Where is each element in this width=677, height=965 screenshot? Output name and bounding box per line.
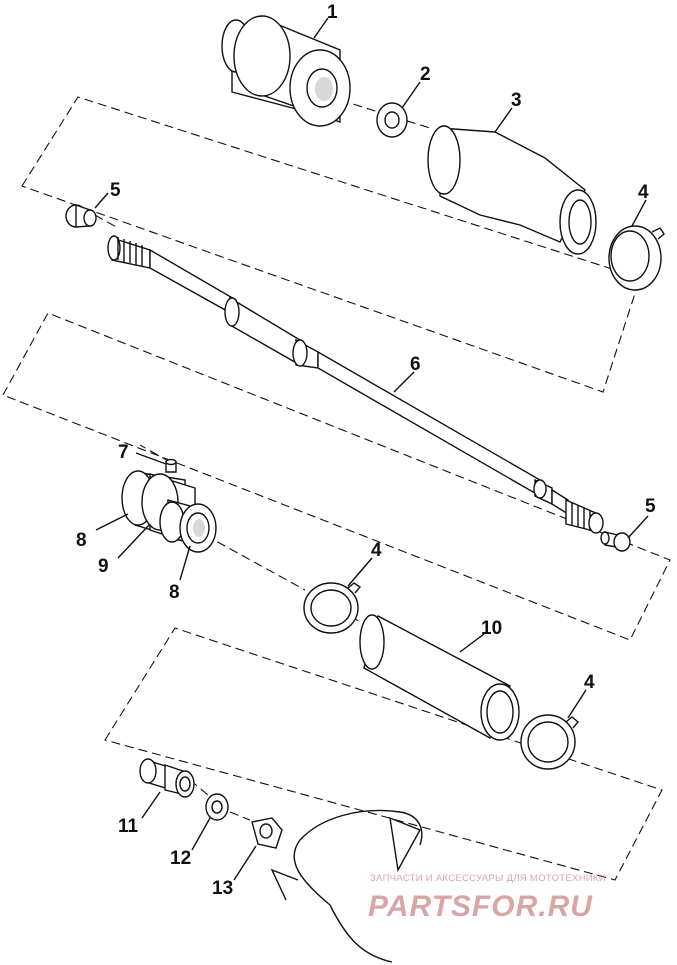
callout-2: 2 <box>420 64 431 85</box>
callout-5-lower: 5 <box>645 496 656 517</box>
callout-4-lower: 4 <box>584 672 595 693</box>
callout-leaders <box>94 17 649 881</box>
part-3-boot <box>427 125 597 255</box>
part-1-sleeve <box>221 15 351 127</box>
part-2-washer <box>376 102 408 138</box>
part-6-shaft <box>107 235 604 534</box>
callout-13: 13 <box>212 878 233 899</box>
part-5-plug-upper <box>65 204 97 228</box>
callout-9: 9 <box>98 556 109 577</box>
watermark: ЗАПЧАСТИ И АКСЕССУАРЫ ДЛЯ МОТОТЕХНИКИ PA… <box>368 873 606 923</box>
callout-8-left: 8 <box>76 530 87 551</box>
callout-6: 6 <box>410 354 421 375</box>
callout-10: 10 <box>481 618 502 639</box>
callout-7: 7 <box>118 442 129 463</box>
callout-8-right: 8 <box>169 582 180 603</box>
part-8-9-bearing-assembly <box>121 470 217 553</box>
part-5-plug-lower <box>600 531 631 552</box>
gearcase-outline <box>270 809 423 963</box>
watermark-brand: PARTSFOR.RU <box>368 890 593 923</box>
part-4-clamp-upper <box>608 225 665 291</box>
callout-4-upper: 4 <box>638 182 649 203</box>
part-11-fitting <box>139 758 195 798</box>
part-13-bracket <box>251 817 283 849</box>
callout-12: 12 <box>170 848 191 869</box>
part-4-clamp-middle <box>303 582 362 634</box>
callout-3: 3 <box>511 90 522 111</box>
watermark-tagline: ЗАПЧАСТИ И АКСЕССУАРЫ ДЛЯ МОТОТЕХНИКИ <box>370 873 606 884</box>
callout-labels: 1 2 3 4 5 6 7 8 9 8 4 5 10 4 11 12 13 <box>76 2 656 899</box>
part-7-grease-fitting <box>165 458 177 473</box>
part-10-tube <box>359 614 520 741</box>
part-12-washer <box>205 793 229 821</box>
callout-11: 11 <box>118 816 139 837</box>
callout-4-middle: 4 <box>371 540 382 561</box>
part-4-clamp-lower <box>520 714 579 770</box>
callout-1: 1 <box>327 2 338 23</box>
callout-5-upper: 5 <box>110 180 121 201</box>
